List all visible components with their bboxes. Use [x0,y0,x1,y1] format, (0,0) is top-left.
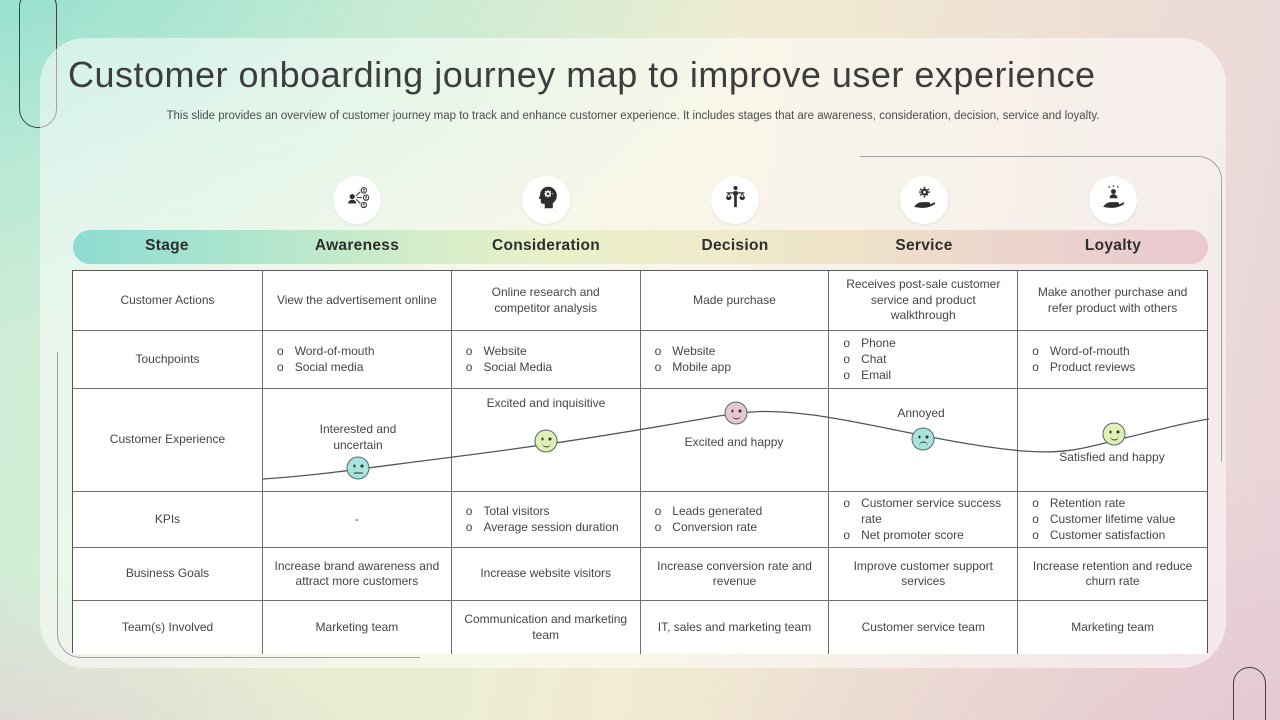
stage-service: Service [895,237,953,254]
customer-actions-service: Receives post-sale customer service and … [829,271,1019,331]
list-item: Product reviews [1049,359,1136,374]
list-item: Social Media [483,359,553,374]
teams-service: Customer service team [829,601,1019,654]
list-item: Leads generated [672,503,763,518]
experience-service-cell [829,389,1019,492]
stage-consideration: Consideration [491,237,601,254]
bullet-marker: o [654,503,662,518]
list-item: Customer satisfaction [1049,527,1166,542]
row-label-touchpoints: Touchpoints [73,331,263,389]
business-goals-decision: Increase conversion rate and revenue [640,548,830,601]
bullet-marker: o [1032,359,1039,374]
bullet-marker: o [465,343,473,358]
bullet-marker: o [1032,343,1039,358]
list-item: Conversion rate [672,519,757,534]
bullet-marker: o [465,519,473,534]
bullet-marker: o [277,343,284,358]
bullet-marker: o [654,519,662,534]
awareness-stage-icon-circle [333,176,381,224]
bullet-marker: o [1032,495,1039,510]
page-title: Customer onboarding journey map to impro… [68,54,1096,95]
list-item: Mobile app [672,359,731,374]
list-item: Customer service success rate [861,496,1002,526]
business-goals-awareness: Increase brand awareness and attract mor… [263,548,452,601]
business-goals-loyalty: Increase retention and reduce churn rate [1018,548,1207,601]
list-item: Chat [861,351,887,366]
row-label-customer-experience: Customer Experience [73,389,263,492]
list-item: Website [483,343,527,358]
consideration-stage-icon-circle [522,176,570,224]
customer-actions-awareness: View the advertisement online [263,271,452,331]
customer-actions-decision: Made purchase [640,271,830,331]
list-item: Average session duration [483,519,619,534]
people-network-icon [344,184,371,216]
experience-consideration-cell [451,389,641,492]
stage-loyalty: Loyalty [1084,237,1142,254]
list-item: Retention rate [1049,495,1126,510]
list-item: Total visitors [483,503,550,518]
bullet-marker: o [465,503,473,518]
list-item: Website [672,343,716,358]
row-label-business-goals: Business Goals [73,548,263,601]
teams-decision: IT, sales and marketing team [640,601,830,654]
decision-stage-icon-circle [711,176,759,224]
teams-loyalty: Marketing team [1018,601,1207,654]
teams-awareness: Marketing team [263,601,452,654]
business-goals-service: Improve customer support services [829,548,1019,601]
customer-actions-loyalty: Make another purchase and refer product … [1018,271,1207,331]
list-item: Social media [294,359,364,374]
bullet-marker: o [654,343,662,358]
content-panel: Customer onboarding journey map to impro… [40,38,1226,668]
stage-decision: Decision [701,237,769,254]
experience-awareness-cell [263,389,452,492]
loyalty-stage-icon-circle [1089,176,1137,224]
thinking-head-icon [533,184,560,216]
stage-gradient-bar [73,230,1208,264]
bullet-marker: o [277,359,284,374]
list-item: Word-of-mouth [294,343,375,358]
bullet-marker: o [843,527,851,542]
bullet-marker: o [1032,527,1039,542]
list-item: Email [861,367,892,382]
stage-awareness: Awareness [314,237,400,254]
kpis-awareness: - [263,492,452,548]
scales-decision-icon [722,184,749,216]
list-item: Phone [861,335,896,350]
business-goals-consideration: Increase website visitors [451,548,641,601]
experience-loyalty-cell [1018,389,1207,492]
service-stage-icon-circle [900,176,948,224]
hand-gear-icon [911,184,938,216]
teams-consideration: Communication and marketing team [451,601,641,654]
capsule-outline-bottom-right [1233,667,1266,720]
stage-column-header: Stage [145,237,189,254]
row-label-kpis: KPIs [73,492,263,548]
bullet-marker: o [843,351,851,366]
row-label-customer-actions: Customer Actions [73,271,263,331]
customer-actions-consideration: Online research and competitor analysis [451,271,641,331]
bullet-marker: o [654,359,662,374]
row-label-teams-involved: Team(s) Involved [73,601,263,654]
hand-customer-icon [1100,184,1127,216]
experience-decision-cell [640,389,830,492]
bullet-marker: o [843,496,851,510]
bullet-marker: o [843,367,851,382]
list-item: Net promoter score [861,527,964,542]
journey-map-table: Customer Actions View the advertisement … [72,270,1209,654]
list-item: Word-of-mouth [1049,343,1130,358]
bullet-marker: o [1032,511,1039,526]
bullet-marker: o [843,335,851,350]
page-subtitle: This slide provides an overview of custo… [166,110,1100,122]
bullet-marker: o [465,359,473,374]
list-item: Customer lifetime value [1049,511,1176,526]
